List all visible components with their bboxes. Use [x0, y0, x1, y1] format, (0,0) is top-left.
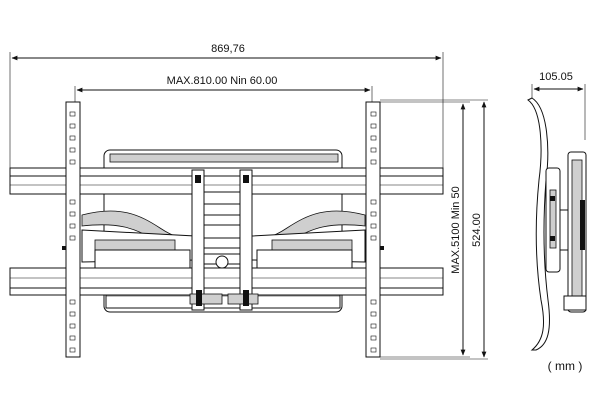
- horizontal-rails: [9, 167, 444, 296]
- vesa-vertical-dimension: MAX.5100 Min 50: [372, 101, 470, 358]
- left-vertical-bracket: [62, 101, 81, 358]
- vesa-horizontal-dimension: MAX.810.00 Nin 60.00: [74, 75, 373, 105]
- units-label: ( mm ): [548, 359, 583, 373]
- height-dimension: 524.00: [380, 99, 488, 360]
- side-view: 105.05: [527, 71, 587, 351]
- front-view: 869,76 MAX.810.00 Nin 60.00: [9, 43, 488, 360]
- depth-label: 105.05: [539, 71, 573, 83]
- depth-dimension: 105.05: [531, 71, 586, 140]
- vesa-horizontal-label: MAX.810.00 Nin 60.00: [167, 75, 278, 87]
- vesa-vertical-label: MAX.5100 Min 50: [450, 186, 462, 273]
- height-label: 524.00: [471, 213, 483, 247]
- right-vertical-bracket: [365, 101, 384, 358]
- overall-width-label: 869,76: [211, 43, 245, 55]
- overall-width-dimension: 869,76: [9, 43, 444, 170]
- left-arm: [81, 210, 196, 269]
- center-column: [189, 169, 259, 311]
- right-arm: [251, 210, 366, 269]
